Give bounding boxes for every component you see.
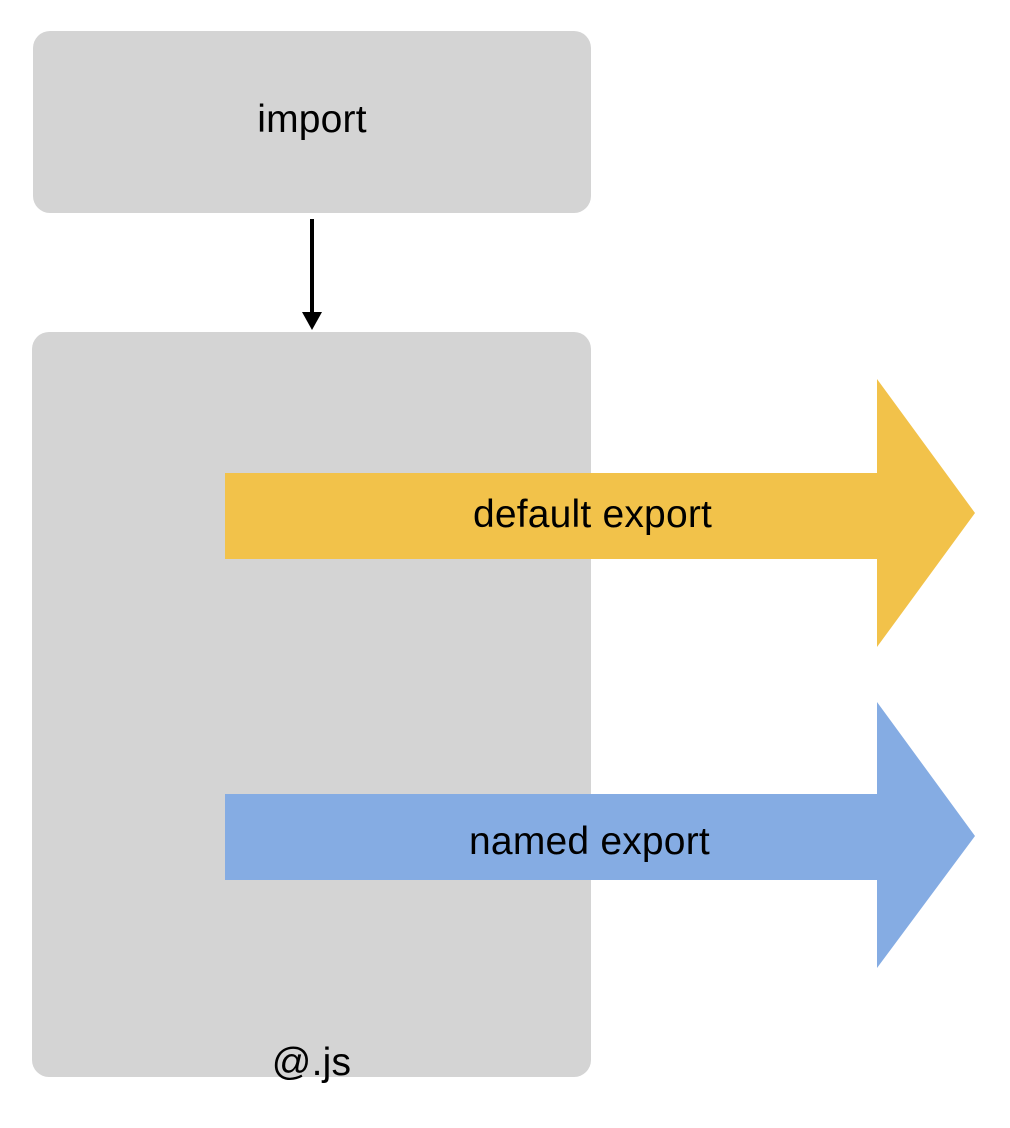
default-export-arrow[interactable] (225, 375, 975, 651)
import-to-module-arrow-icon (302, 219, 322, 330)
default-export-arrow-shape (225, 379, 975, 647)
connector-arrowhead (302, 312, 322, 330)
named-export-arrow-label: named export (469, 820, 710, 863)
import-box-label: import (257, 98, 367, 141)
named-export-arrow[interactable] (225, 698, 975, 972)
named-export-arrow-shape (225, 702, 975, 968)
default-export-arrow-label: default export (472, 493, 713, 536)
module-box[interactable] (32, 332, 591, 1077)
module-filename-label: @.js (271, 1041, 352, 1084)
import-box[interactable] (33, 31, 591, 213)
